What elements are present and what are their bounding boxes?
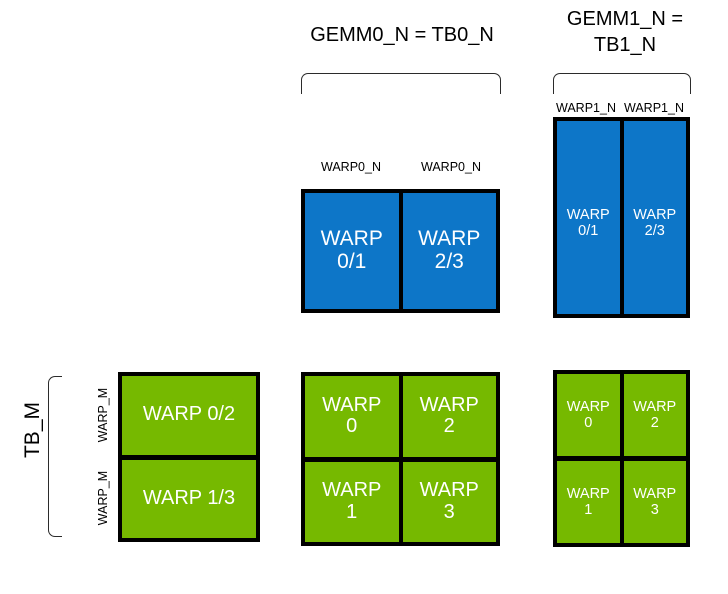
block-warp-1-3[interactable]: WARP 1/3 — [122, 459, 256, 538]
label-warp1-n-left: WARP1_N — [556, 101, 616, 115]
label-warp-m-top: WARP_M — [96, 387, 110, 443]
block-group-gemm0-output: WARP 0/1 WARP 2/3 — [301, 189, 500, 313]
label-warp0-n-right: WARP0_N — [421, 160, 481, 174]
block-warp-2[interactable]: WARP 2 — [402, 376, 496, 457]
bracket-tb-m-span — [48, 376, 62, 537]
header-gemm0: GEMM0_N = TB0_N — [310, 24, 494, 46]
block-column: WARP 2/3 — [402, 193, 496, 309]
block-warp-1[interactable]: WARP 1 — [305, 461, 399, 542]
block-warp-0[interactable]: WARP 0 — [557, 374, 620, 456]
block-column: WARP 0 WARP 1 — [557, 374, 620, 543]
block-column: WARP 0 WARP 1 — [305, 376, 399, 542]
block-column: WARP 2/3 — [623, 121, 686, 314]
bracket-gemm0-span — [301, 73, 501, 94]
label-tb-m: TB_M — [21, 402, 44, 459]
block-group-tb-m-rows: WARP 0/2 WARP 1/3 — [118, 372, 260, 542]
block-warp-3[interactable]: WARP 3 — [402, 461, 496, 542]
block-warp-2-3[interactable]: WARP 2/3 — [402, 193, 496, 309]
block-group-gemm1-warp-grid: WARP 0 WARP 1 WARP 2 WARP 3 — [553, 370, 690, 547]
block-warp-0-1[interactable]: WARP 0/1 — [557, 121, 620, 314]
label-warp-m-bottom: WARP_M — [96, 470, 110, 526]
block-column: WARP 0/1 — [557, 121, 620, 314]
label-warp0-n-left: WARP0_N — [321, 160, 381, 174]
block-warp-0[interactable]: WARP 0 — [305, 376, 399, 457]
block-group-gemm0-warp-grid: WARP 0 WARP 1 WARP 2 WARP 3 — [301, 372, 500, 546]
block-column: WARP 0/1 — [305, 193, 399, 309]
header-gemm1: GEMM1_N = TB1_N — [566, 8, 684, 56]
block-warp-0-2[interactable]: WARP 0/2 — [122, 376, 256, 455]
block-warp-2[interactable]: WARP 2 — [623, 374, 686, 456]
block-warp-3[interactable]: WARP 3 — [623, 461, 686, 543]
bracket-gemm1-span — [553, 73, 691, 94]
block-warp-0-1[interactable]: WARP 0/1 — [305, 193, 399, 309]
block-column: WARP 0/2 WARP 1/3 — [122, 376, 256, 538]
label-warp1-n-right: WARP1_N — [624, 101, 684, 115]
block-column: WARP 2 WARP 3 — [623, 374, 686, 543]
block-column: WARP 2 WARP 3 — [402, 376, 496, 542]
block-warp-1[interactable]: WARP 1 — [557, 461, 620, 543]
block-group-gemm1-output: WARP 0/1 WARP 2/3 — [553, 117, 690, 318]
block-warp-2-3[interactable]: WARP 2/3 — [623, 121, 686, 314]
